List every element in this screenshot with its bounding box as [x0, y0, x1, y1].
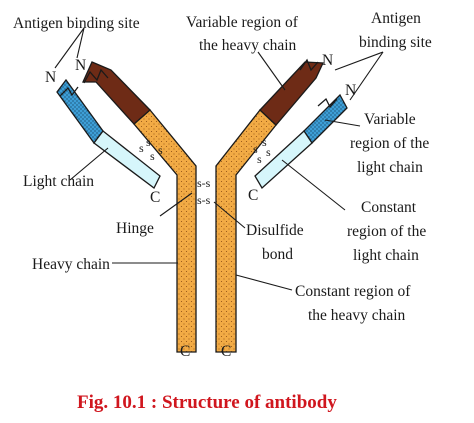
- variable-light-label-line2: region of the: [350, 135, 429, 152]
- right-heavy-variable-region: [259, 61, 324, 126]
- light-chain-label: Light chain: [23, 173, 94, 190]
- variable-light-label-line3: light chain: [357, 159, 423, 176]
- disulfide-bond-label-line2: bond: [262, 246, 293, 263]
- constant-light-label-line1: Constant: [361, 199, 417, 216]
- figure-caption: Fig. 10.1 : Structure of antibody: [77, 392, 337, 413]
- n-terminus-left-light: N: [45, 69, 56, 86]
- n-terminus-right-light: N: [345, 82, 356, 99]
- heavy-chain-label: Heavy chain: [32, 256, 110, 273]
- c-terminus-right-heavy: C: [221, 343, 231, 360]
- constant-light-label-line2: region of the: [347, 223, 426, 240]
- right-s-bond-4: s: [266, 145, 271, 159]
- right-s-bond-1: s: [253, 142, 258, 156]
- c-terminus-left-light: C: [150, 189, 160, 206]
- left-s-bond-4: s: [158, 143, 163, 157]
- n-terminus-left-heavy: N: [75, 57, 86, 74]
- left-heavy-variable-region: [81, 61, 151, 125]
- c-terminus-left-heavy: C: [180, 343, 190, 360]
- disulfide-bond-label-line1: Disulfide: [246, 222, 304, 239]
- n-terminus-right-heavy: N: [322, 52, 333, 69]
- constant-heavy-label-line2: the heavy chain: [308, 307, 406, 324]
- left-s-bond-3: s: [150, 149, 155, 163]
- hinge-disulfide-bonds: s-s s-s: [197, 176, 211, 207]
- left-s-bond-1: s: [139, 141, 144, 155]
- left-light-constant-region: [93, 130, 161, 189]
- right-light-variable-region: [303, 93, 348, 145]
- left-light-variable-region: [56, 78, 104, 145]
- antigen-binding-site-right-label-line2: binding site: [359, 34, 432, 51]
- terminus-labels: N N N N C C C C: [45, 52, 356, 360]
- c-terminus-right-light: C: [248, 187, 258, 204]
- right-light-chain: [254, 93, 348, 190]
- constant-light-label-line3: light chain: [353, 247, 419, 264]
- variable-heavy-label-line1: Variable region of: [186, 14, 299, 31]
- right-heavy-chain: [215, 61, 324, 353]
- right-s-bond-2: s: [262, 135, 267, 149]
- heavy-light-disulfide-bonds: s s s s s s s s: [139, 135, 271, 166]
- hinge-ss-bond-1: s-s: [197, 176, 211, 190]
- antigen-binding-notches: [59, 58, 338, 109]
- variable-light-label-line1: Variable: [364, 111, 416, 128]
- right-light-constant-region: [254, 130, 313, 190]
- constant-heavy-label-line1: Constant region of: [295, 283, 411, 300]
- leader-lines: [54, 27, 384, 291]
- antigen-binding-site-left-label: Antigen binding site: [13, 15, 140, 32]
- hinge-label: Hinge: [116, 220, 154, 237]
- hinge-ss-bond-2: s-s: [197, 193, 211, 207]
- right-s-bond-3: s: [257, 152, 262, 166]
- left-s-bond-2: s: [146, 135, 151, 149]
- region-labels: Antigen binding site Variable region of …: [13, 10, 432, 324]
- variable-heavy-label-line2: the heavy chain: [199, 37, 297, 54]
- antigen-binding-site-right-label-line1: Antigen: [371, 10, 421, 27]
- left-light-chain: [56, 78, 161, 189]
- left-heavy-chain: [81, 61, 197, 353]
